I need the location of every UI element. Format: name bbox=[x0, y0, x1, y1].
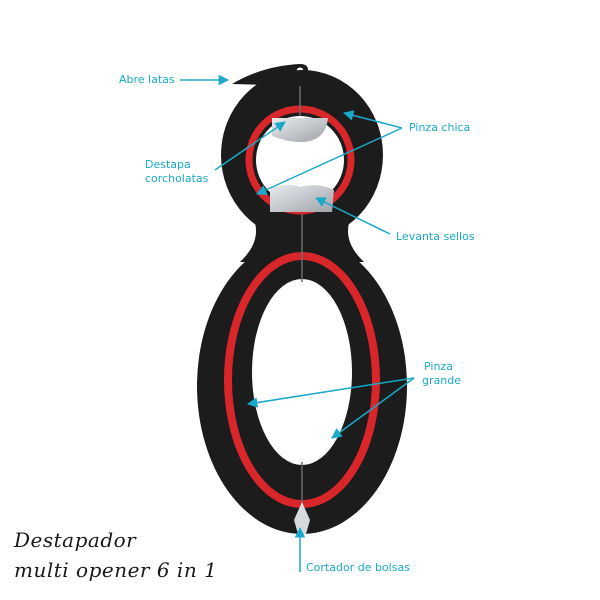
label-can-opener: Abre latas bbox=[119, 73, 175, 86]
bottle-opener-blade-top bbox=[272, 118, 328, 143]
label-small-grip: Pinza chica bbox=[409, 121, 471, 134]
label-large-grip-line2: grande bbox=[422, 374, 461, 387]
bag-cutter-notch bbox=[294, 502, 310, 534]
label-seal-lifter: Levanta sellos bbox=[396, 230, 475, 243]
arrow-small-grip-right bbox=[342, 110, 403, 129]
annotation-arrows bbox=[180, 74, 415, 572]
seal-lifter-blade bbox=[270, 184, 334, 212]
arrow-small-grip-left bbox=[256, 127, 403, 195]
arrow-seal-lifter bbox=[315, 197, 391, 235]
caption-title: Destapador bbox=[14, 528, 137, 552]
label-bottle-opener-line1: Destapa bbox=[145, 158, 191, 171]
arrow-large-grip-right bbox=[331, 377, 415, 439]
caption-subtitle: multi opener 6 in 1 bbox=[14, 558, 218, 582]
large-hole bbox=[252, 279, 352, 465]
arrow-bottle-opener-top bbox=[214, 121, 286, 171]
label-bag-cutter: Cortador de bolsas bbox=[306, 561, 410, 574]
multi-opener-tool bbox=[197, 64, 407, 534]
label-large-grip-line1: Pinza bbox=[424, 360, 453, 373]
label-bottle-opener-line2: corcholatas bbox=[145, 172, 209, 185]
arrow-large-grip-left bbox=[246, 377, 415, 408]
